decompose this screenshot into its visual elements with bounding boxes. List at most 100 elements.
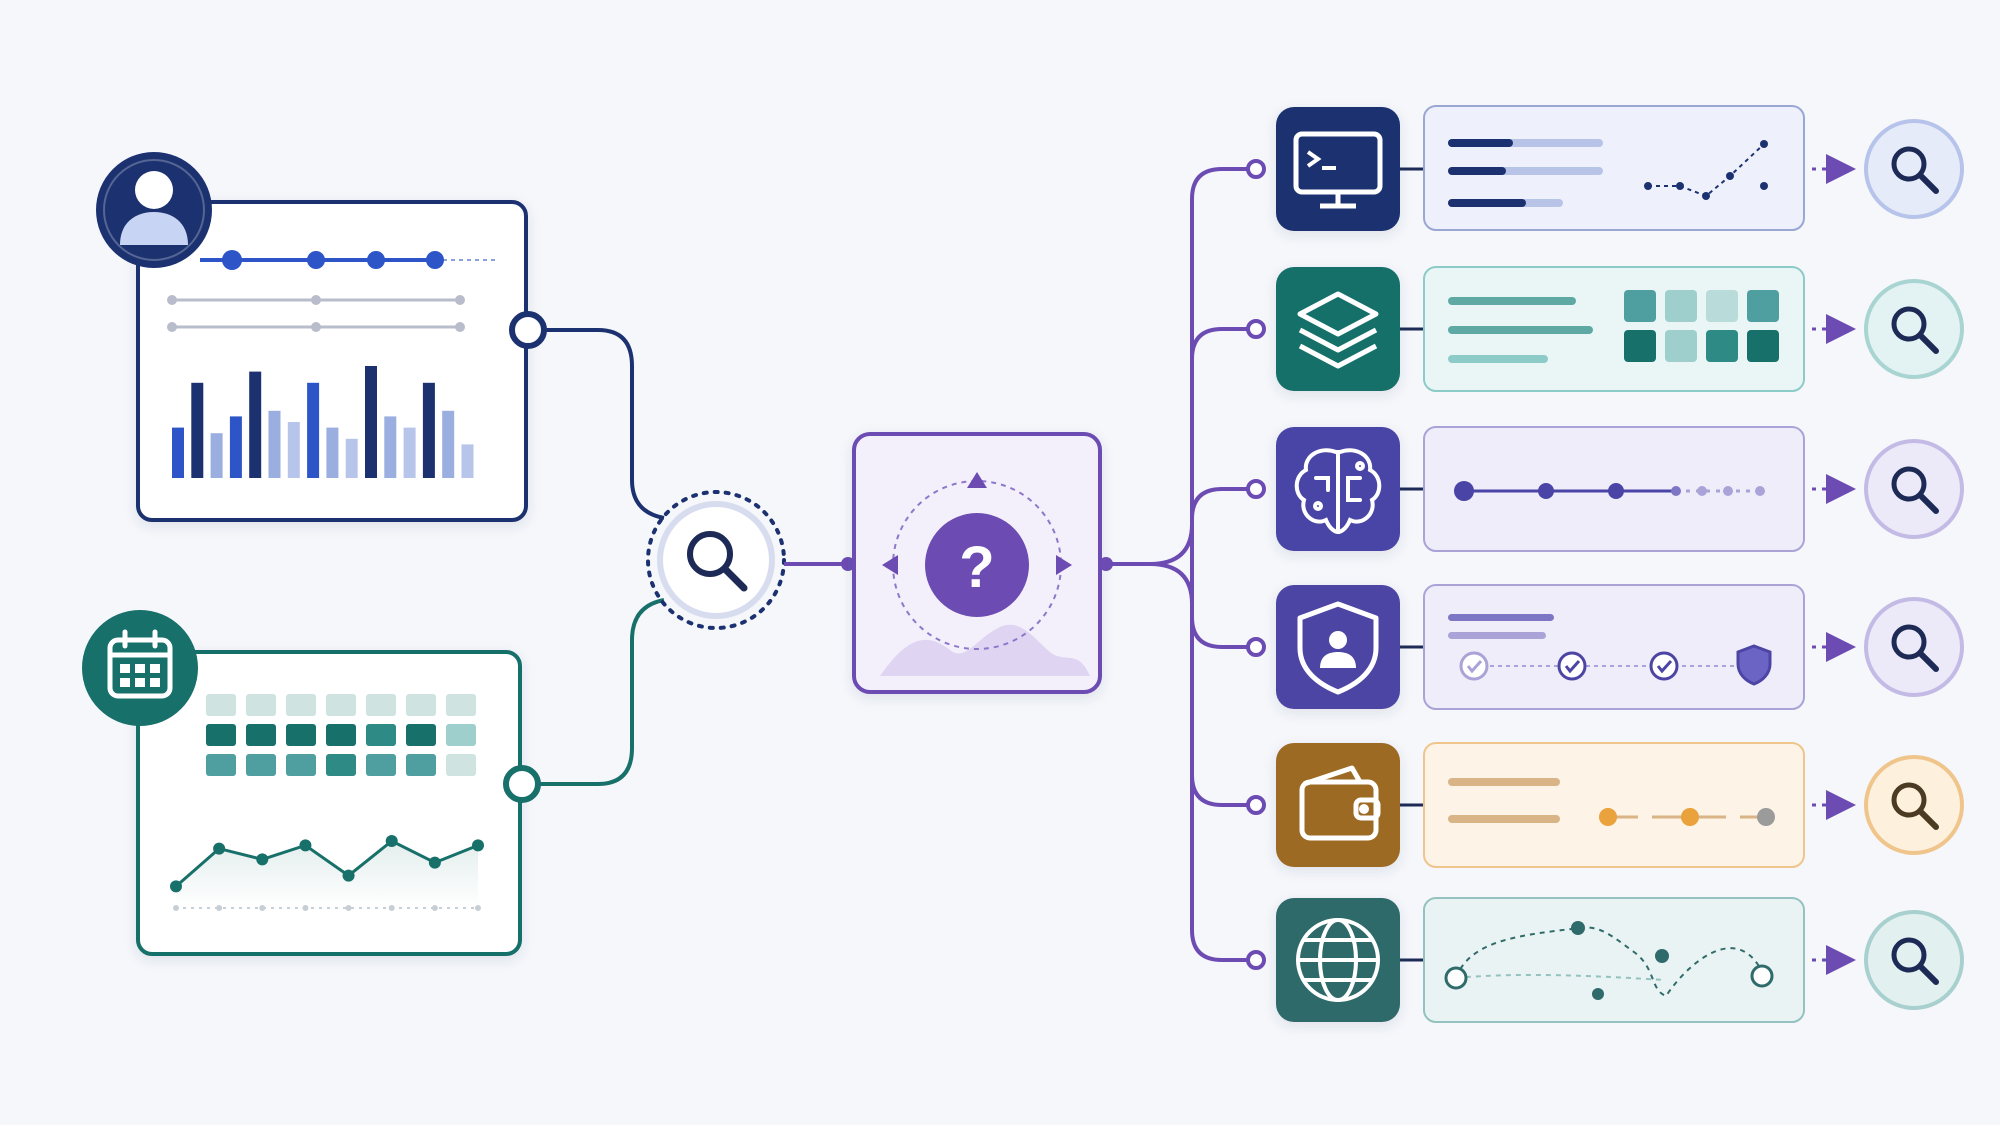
calendar-grid [206,694,476,776]
calendar-cell [286,724,316,746]
branch [1190,327,1248,360]
terminal-icon [1293,131,1383,209]
line-point [342,869,355,882]
bar [172,427,184,478]
branch [1190,774,1248,807]
shield-card [1423,584,1805,710]
line-point [472,839,484,852]
calendar-cell [446,694,476,716]
calendar-cell [286,694,316,716]
search-button[interactable] [1812,119,1964,219]
line-chart [175,839,479,888]
branch-port [1246,159,1266,179]
calendar-cell [326,754,356,776]
axis-tick [345,905,352,911]
calendar-cell [286,754,316,776]
bar [384,416,397,478]
output-port[interactable] [509,311,547,349]
search-button[interactable] [1812,439,1964,539]
calendar-cell [246,724,276,746]
axis-tick [475,905,481,911]
search-button[interactable] [1812,910,1964,1010]
calendar-cell [446,724,476,746]
user-icon [120,171,188,245]
bar-chart [172,366,474,478]
terminal-tile[interactable] [1276,107,1400,231]
connector [538,598,665,786]
bar [442,410,455,478]
decision-node[interactable]: ? [852,432,1102,694]
bar [249,371,262,478]
output-row-globe [1276,897,1805,1023]
branch [1190,616,1248,649]
timeline-node [426,251,444,269]
output-row-wallet [1276,742,1805,868]
output-port[interactable] [503,765,541,803]
search-icon [1891,937,1939,985]
bar [326,427,339,478]
line-point [385,835,398,848]
globe-card [1423,897,1805,1023]
wallet-tile[interactable] [1276,743,1400,867]
branch-port [1246,637,1266,657]
calendar-cell [406,694,436,716]
line-points [170,835,484,911]
bar [422,382,435,478]
wallet-icon [1299,765,1381,841]
bar [403,427,416,478]
arrow-up-icon [967,472,987,488]
calendar-cell [406,754,436,776]
search-icon [1891,624,1939,672]
tile-grid [1624,290,1779,362]
calendar-cell [326,724,356,746]
timeline-node [367,251,385,269]
line-point [428,856,441,869]
bar [461,444,474,478]
brain-icon [1294,448,1382,535]
check-icon [1557,651,1587,681]
check-icon [1459,651,1489,681]
bar [191,382,204,478]
bar [345,438,358,478]
search-icon [687,531,748,592]
search-button[interactable] [1812,755,1964,855]
branch-port [1246,479,1266,499]
branch [1190,487,1248,520]
axis-tick [216,905,223,911]
bar [307,382,320,478]
branch [1190,167,1248,200]
search-hub[interactable] [646,490,786,630]
timeline-node [222,250,242,270]
calendar-cell [406,724,436,746]
connector [544,328,665,520]
bar [287,422,300,478]
axis-tick [173,905,179,911]
search-button[interactable] [1812,597,1964,697]
calendar-cell [206,754,236,776]
calendar-cell [326,694,356,716]
wallet-card [1423,742,1805,868]
layers-icon [1297,291,1379,369]
question-glyph: ? [959,535,994,600]
globe-icon [1296,918,1380,1002]
output-row-brain [1276,426,1805,552]
search-button[interactable] [1812,279,1964,379]
line-point [299,839,312,852]
search-icon [1891,146,1939,194]
calendar-cell [246,754,276,776]
bar [210,433,223,478]
output-list [1276,105,1805,1023]
calendar-cell [366,724,396,746]
axis-tick [431,905,438,911]
branch-port [1246,319,1266,339]
output-row-layers [1276,266,1805,392]
output-row-shield [1276,584,1805,710]
line-point [256,853,269,866]
branch [1190,929,1248,962]
layers-tile[interactable] [1276,267,1400,391]
arrow-left-icon [882,555,898,575]
line-point [170,880,182,893]
shield-icon [1736,644,1772,686]
search-buttons [1812,119,1964,1010]
line-point [213,842,226,855]
